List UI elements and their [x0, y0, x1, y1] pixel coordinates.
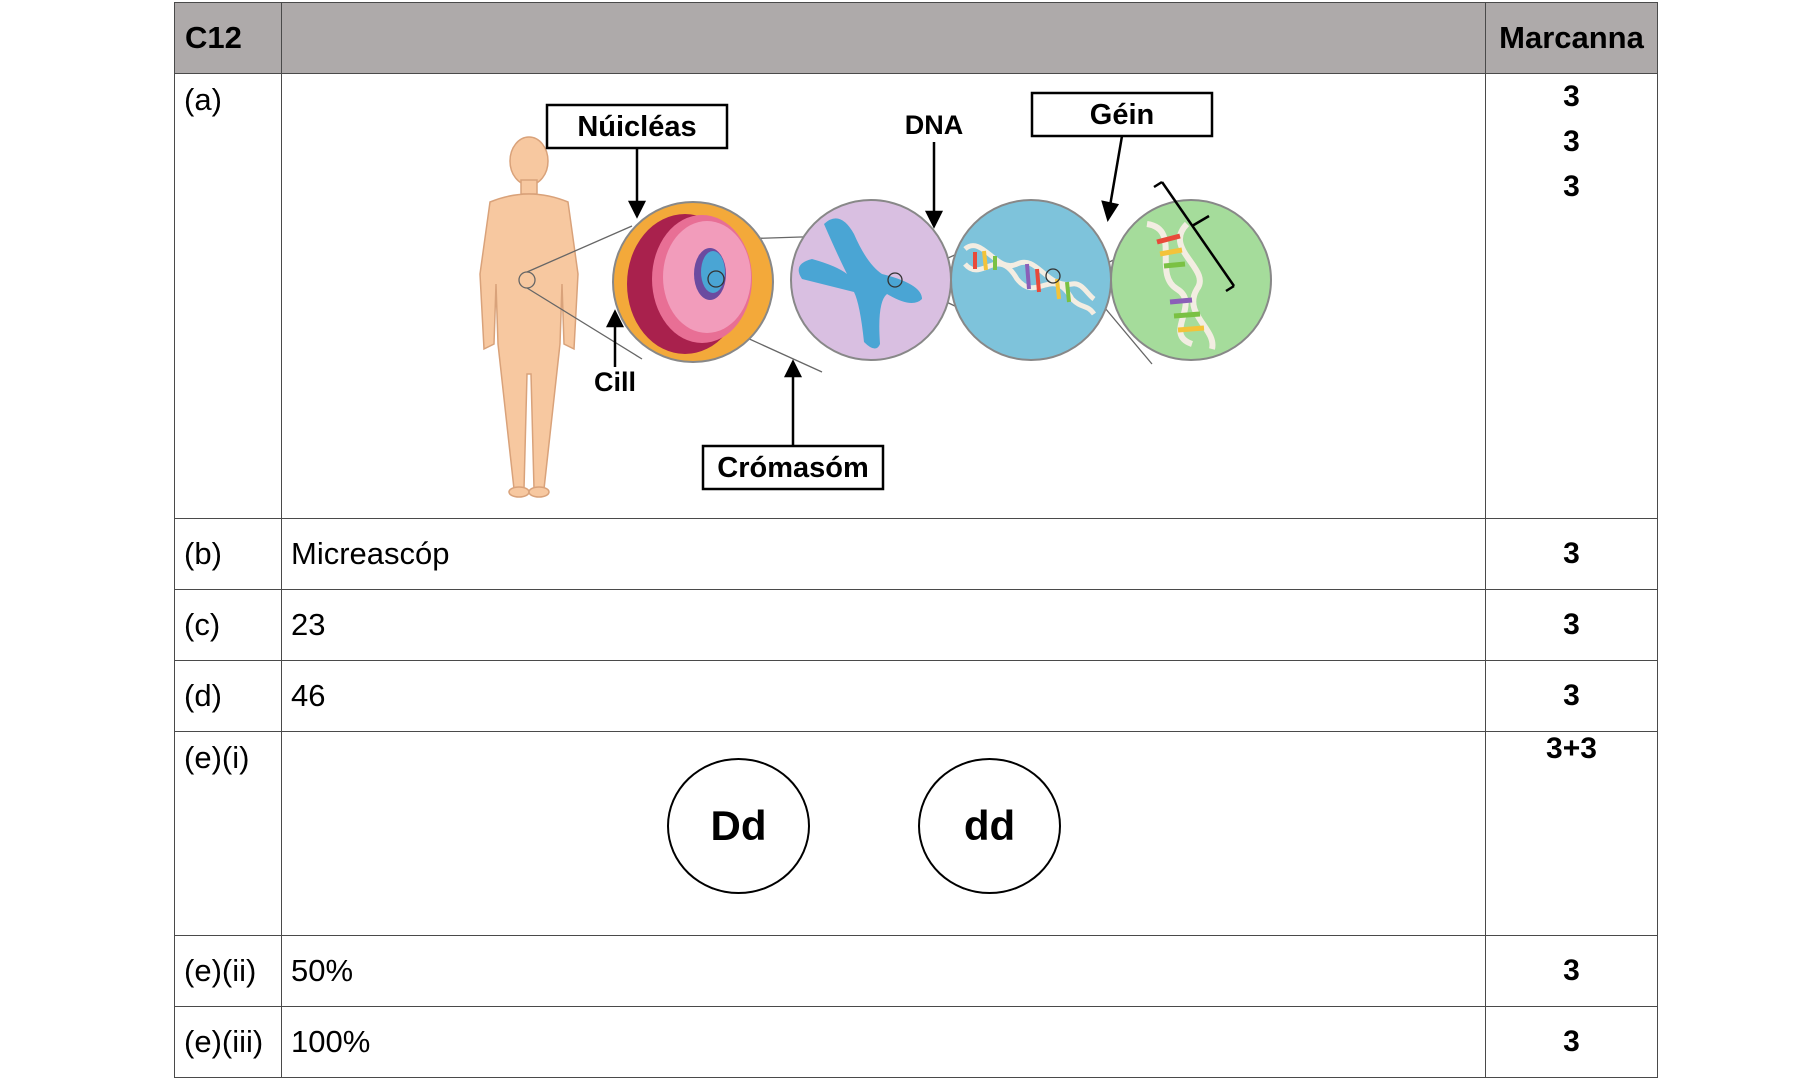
row-c: (c) 23 3	[174, 589, 1658, 661]
human-figure-icon	[479, 136, 579, 498]
genotype-circle: dd	[918, 758, 1061, 894]
marks-header: Marcanna	[1485, 2, 1658, 74]
chromosome-label: Crómasóm	[717, 452, 869, 484]
genotype-circle: Dd	[667, 758, 810, 894]
row-marks: 3	[1485, 589, 1658, 661]
dna-label: DNA	[905, 110, 964, 140]
row-marks: 3	[1485, 1006, 1658, 1078]
nucleus-label: Núicléas	[577, 111, 696, 143]
answer-text: 100%	[291, 1024, 371, 1059]
gene-icon	[1110, 180, 1272, 361]
row-label: (e)(ii)	[184, 953, 257, 988]
row-a-marks: 3 3 3	[1485, 73, 1658, 519]
chromosome-icon	[790, 199, 952, 361]
row-e-i: (e)(i) Dd dd 3+3	[174, 731, 1658, 936]
marking-scheme-table: C12 Marcanna (a)	[174, 2, 1658, 1078]
dna-icon	[950, 199, 1112, 361]
answer-text: 50%	[291, 953, 354, 988]
row-marks: 3+3	[1485, 731, 1658, 936]
row-d: (d) 46 3	[174, 660, 1658, 732]
answer-text: Micreascóp	[291, 536, 450, 571]
row-marks: 3	[1485, 660, 1658, 732]
mark-value: 3	[1563, 125, 1580, 158]
body-to-gene-diagram: Núicléas Crómasóm Géin DNA Cill	[479, 91, 1272, 498]
row-marks: 3	[1485, 935, 1658, 1007]
mark-value: 3	[1563, 80, 1580, 113]
header-middle	[281, 2, 1486, 74]
row-label: (e)(i)	[184, 740, 250, 775]
answer-text: 46	[291, 678, 326, 713]
row-marks: 3	[1485, 518, 1658, 590]
row-label: (a)	[184, 82, 222, 117]
row-e-iii: (e)(iii) 100% 3	[174, 1006, 1658, 1078]
mark-value: 3	[1563, 170, 1580, 203]
question-number: C12	[174, 2, 282, 74]
row-label: (b)	[184, 536, 222, 571]
row-label: (c)	[184, 607, 221, 642]
cell-label: Cill	[594, 367, 636, 397]
row-e-ii: (e)(ii) 50% 3	[174, 935, 1658, 1007]
cell-icon	[612, 201, 774, 363]
row-label: (e)(iii)	[184, 1024, 264, 1059]
answer-text: 23	[291, 607, 326, 642]
gene-label: Géin	[1090, 99, 1154, 131]
row-b: (b) Micreascóp 3	[174, 518, 1658, 590]
row-a: (a)	[174, 73, 1658, 519]
header-row: C12 Marcanna	[174, 2, 1658, 74]
row-label: (d)	[184, 678, 222, 713]
diagram-cell: Núicléas Crómasóm Géin DNA Cill	[281, 73, 1486, 519]
